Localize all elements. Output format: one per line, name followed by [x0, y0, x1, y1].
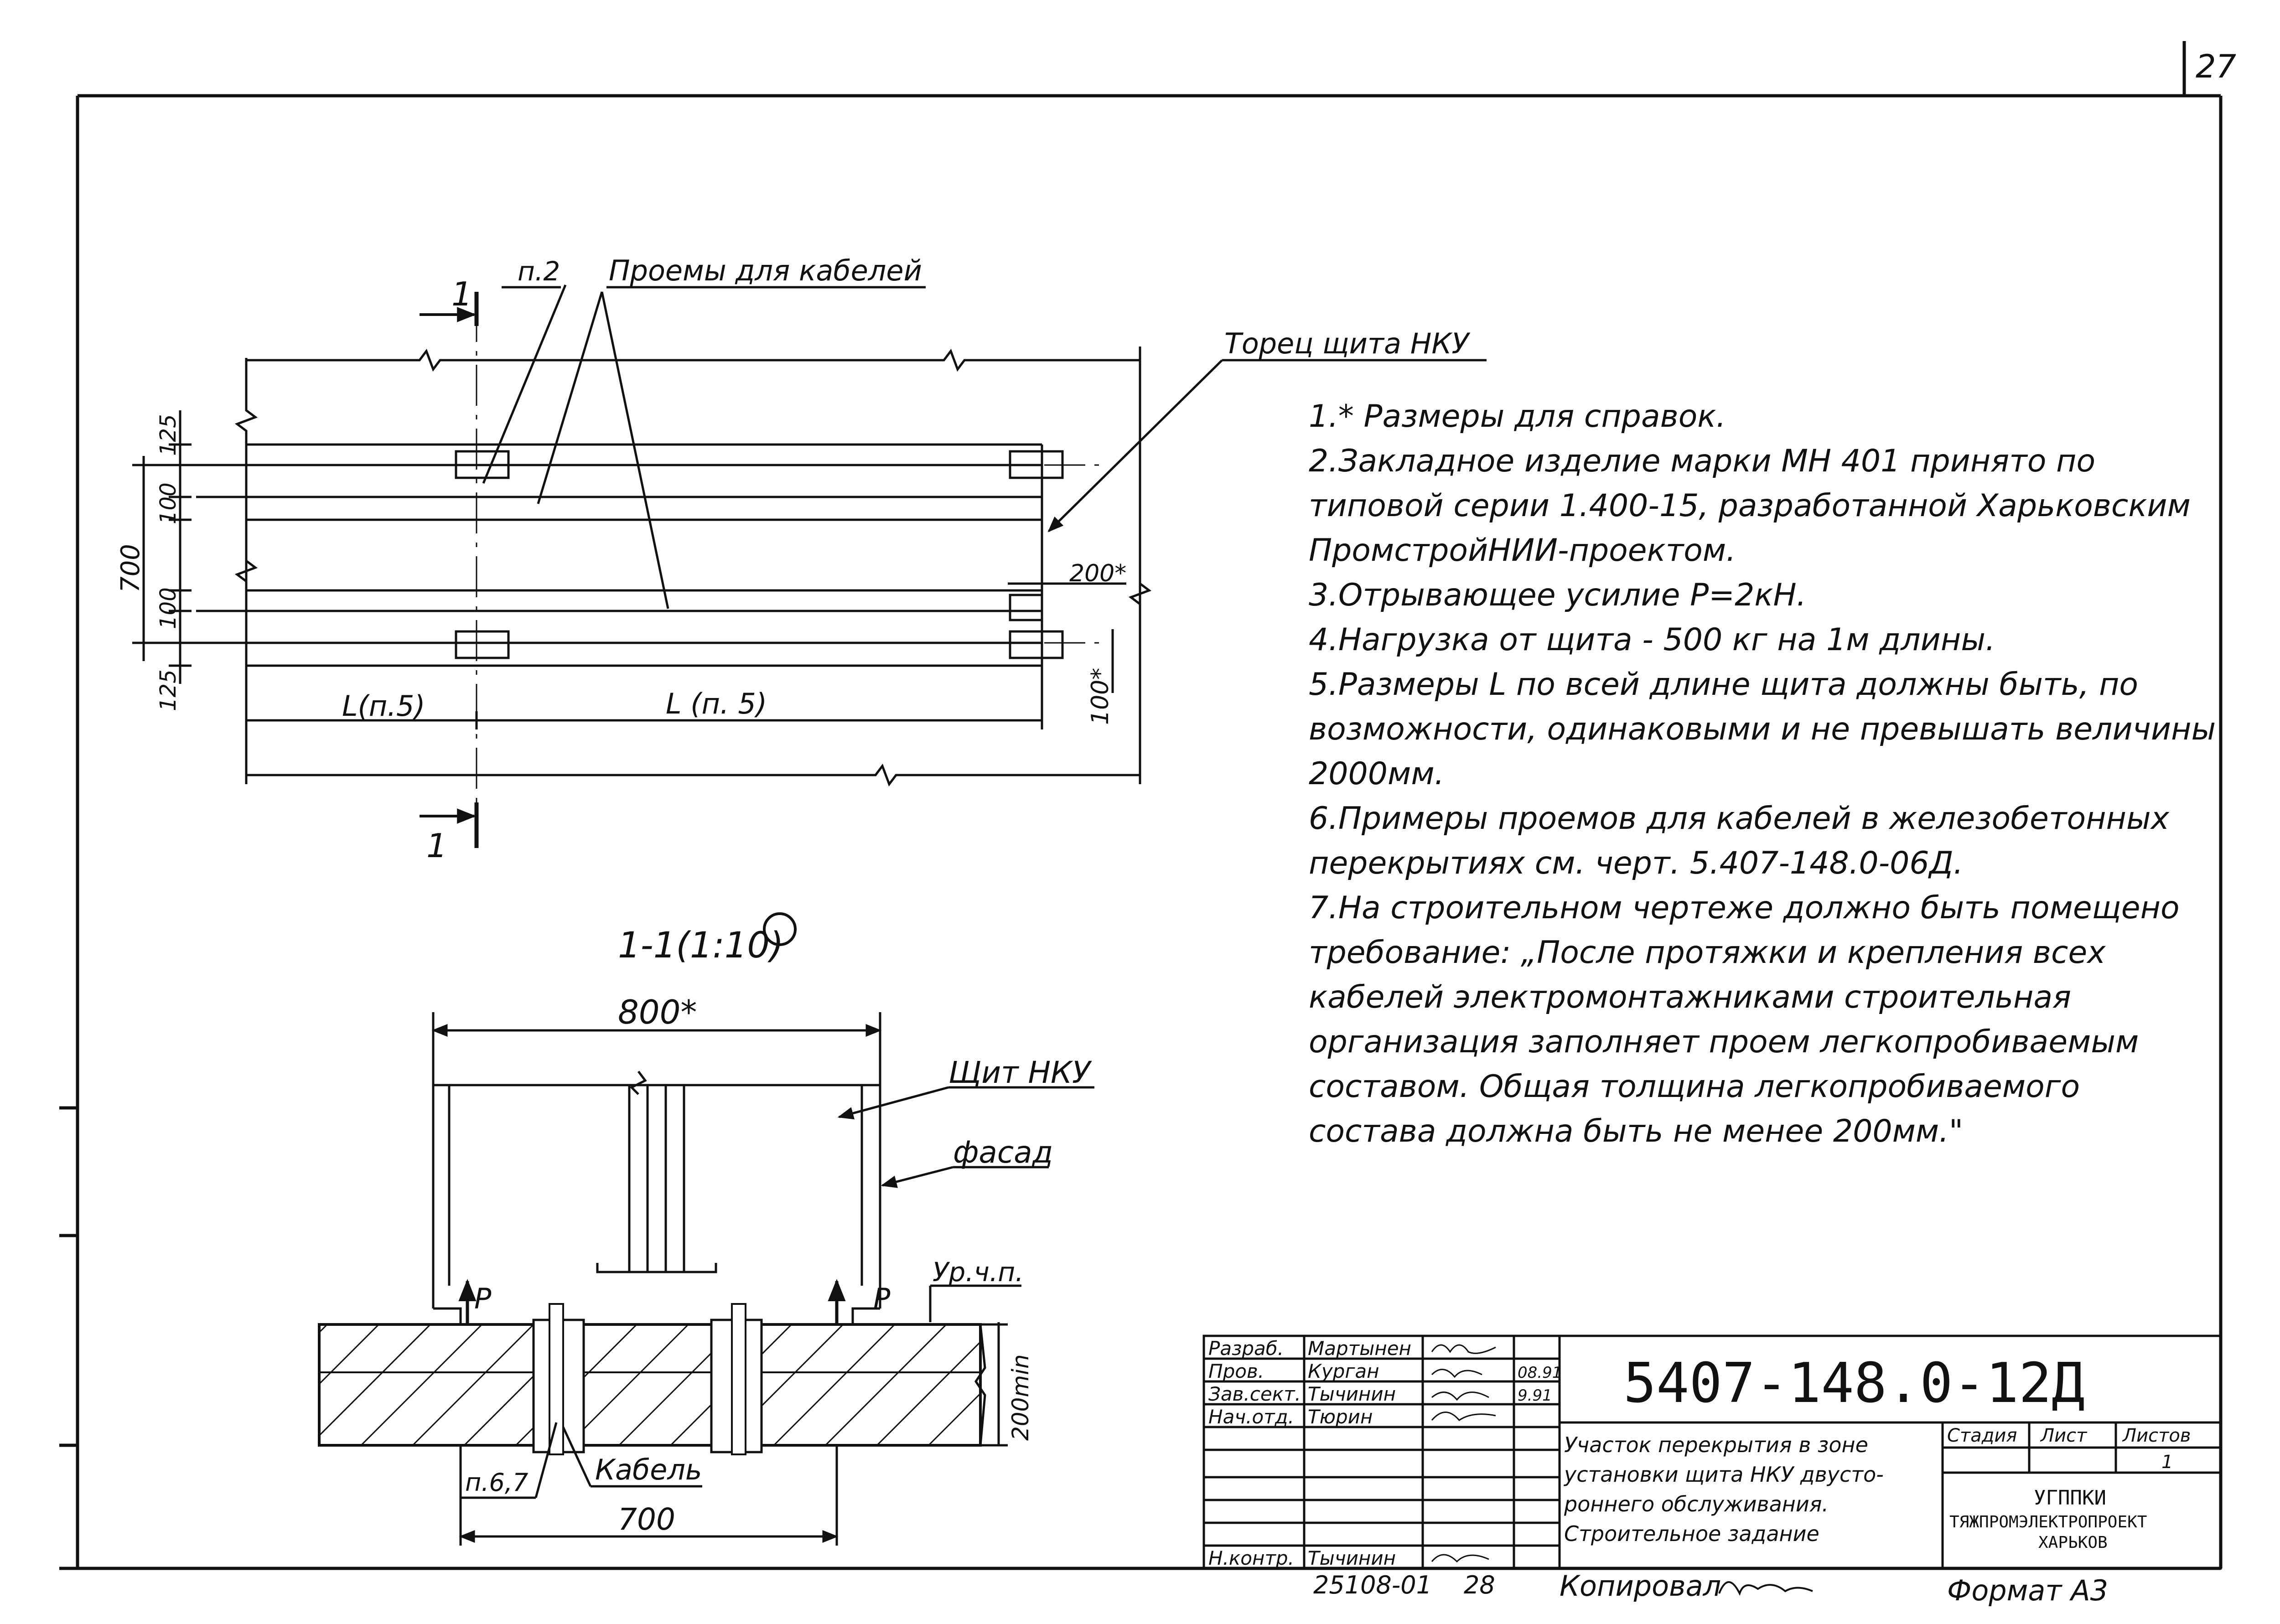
note-7: 7.На строительном чертеже должно быть по… — [1309, 890, 2180, 1149]
org-line-2: ТЯЖПРОМЭЛЕКТРОПРОЕКТ — [1949, 1513, 2147, 1531]
col-stage: Стадия — [1947, 1425, 2017, 1446]
force-left-label: P — [474, 1282, 492, 1315]
name-1: Мартынен — [1308, 1337, 1411, 1360]
cable-label: Кабель — [595, 1453, 702, 1486]
dim-100-a: 100 — [155, 482, 181, 524]
note-2: 2.Закладное изделие марки МН 401 принято… — [1309, 443, 2191, 569]
role-2: Пров. — [1208, 1360, 1264, 1382]
name-2: Курган — [1308, 1360, 1379, 1382]
dim-700: 700 — [116, 544, 145, 593]
signatures — [1431, 1344, 1496, 1563]
col-sheets: Листов — [2122, 1425, 2191, 1446]
copied-label: Копировал — [1560, 1569, 1721, 1603]
description-line-4: Строительное задание — [1564, 1521, 1819, 1546]
dim-125-top: 125 — [155, 414, 181, 456]
role-5: Н.контр. — [1208, 1547, 1294, 1569]
role-4: Нач.отд. — [1208, 1406, 1294, 1428]
section-marker-bottom: 1 — [426, 827, 447, 865]
section-title: 1-1(1:10) — [618, 925, 783, 966]
dim-800: 800* — [618, 993, 697, 1031]
description-line-2: установки щита НКУ двусто- — [1563, 1462, 1884, 1487]
inventory-number: 25108-01 — [1313, 1571, 1432, 1599]
dim-100-b: 100 — [155, 587, 181, 629]
date-2: 08.91 — [1518, 1364, 1562, 1382]
openings-label: Проемы для кабелей — [609, 254, 922, 287]
note-1: 1.* Размеры для справок. — [1309, 398, 1726, 434]
dim-700-section: 700 — [618, 1502, 675, 1537]
name-4: Тюрин — [1308, 1406, 1373, 1428]
plan-view: 1 1 п.2 Проемы для кабелей Торец щита НК… — [116, 254, 1487, 865]
title-block — [1202, 1334, 2222, 1570]
col-sheet: Лист — [2040, 1425, 2088, 1446]
description-line-1: Участок перекрытия в зоне — [1564, 1433, 1868, 1457]
copier-signature — [1718, 1581, 1813, 1596]
description-line-3: роннего обслуживания. — [1564, 1492, 1829, 1516]
floor-slab — [318, 1323, 982, 1447]
date-3: 9.91 — [1518, 1386, 1552, 1405]
note-4: 4.Нагрузка от щита - 500 кг на 1м длины. — [1309, 622, 1995, 658]
section-marker-top: 1 — [451, 275, 472, 313]
sheets-value: 1 — [2161, 1452, 2173, 1473]
format-label: Формат А3 — [1947, 1574, 2108, 1607]
facade-label: фасад — [953, 1135, 1053, 1170]
dim-100-right: 100* — [1087, 668, 1114, 725]
section-view: 1-1(1:10) — [318, 912, 1094, 1546]
force-right-label: P — [873, 1282, 891, 1315]
sheet-ref: 28 — [1464, 1571, 1495, 1599]
dim-125-bottom: 125 — [155, 669, 181, 711]
drawing-designation: 5407-148.0-12Д — [1623, 1352, 2084, 1415]
role-3: Зав.сект. — [1208, 1383, 1301, 1405]
role-1: Разраб. — [1208, 1337, 1284, 1360]
org-line-3: ХАРЬКОВ — [2038, 1533, 2108, 1552]
floor-level-label: Ур.ч.п. — [933, 1257, 1024, 1288]
description-text-1: Участок перекрытия в зоне — [1564, 1433, 1868, 1457]
org-line-1: УГППКИ — [2034, 1486, 2106, 1510]
note-3: 3.Отрывающее усилие P=2кН. — [1309, 577, 1807, 613]
item-ref-section: п.6,7 — [465, 1468, 528, 1497]
dim-200: 200* — [1069, 560, 1126, 587]
notes: 1.* Размеры для справок. 2.Закладное изд… — [1259, 394, 2216, 1154]
panel-end-label: Торец щита НКУ — [1224, 327, 1471, 360]
dim-L1: L(п.5) — [342, 689, 425, 723]
name-5: Тычинин — [1308, 1547, 1396, 1569]
note-6: 6.Примеры проемов для кабелей в железобе… — [1309, 801, 2169, 881]
item-ref-label: п.2 — [518, 256, 560, 287]
dim-200min: 200min — [1007, 1354, 1034, 1441]
name-3: Тычинин — [1308, 1383, 1396, 1405]
title-block-roles: Разраб. Мартынен Пров. Курган 08.91 Зав.… — [1208, 1337, 1562, 1569]
dim-L2: L (п. 5) — [666, 687, 767, 720]
note-5: 5.Размеры L по всей длине щита должны бы… — [1309, 667, 2216, 792]
page-number: 27 — [2196, 48, 2236, 85]
panel-label: Щит НКУ — [948, 1055, 1092, 1090]
